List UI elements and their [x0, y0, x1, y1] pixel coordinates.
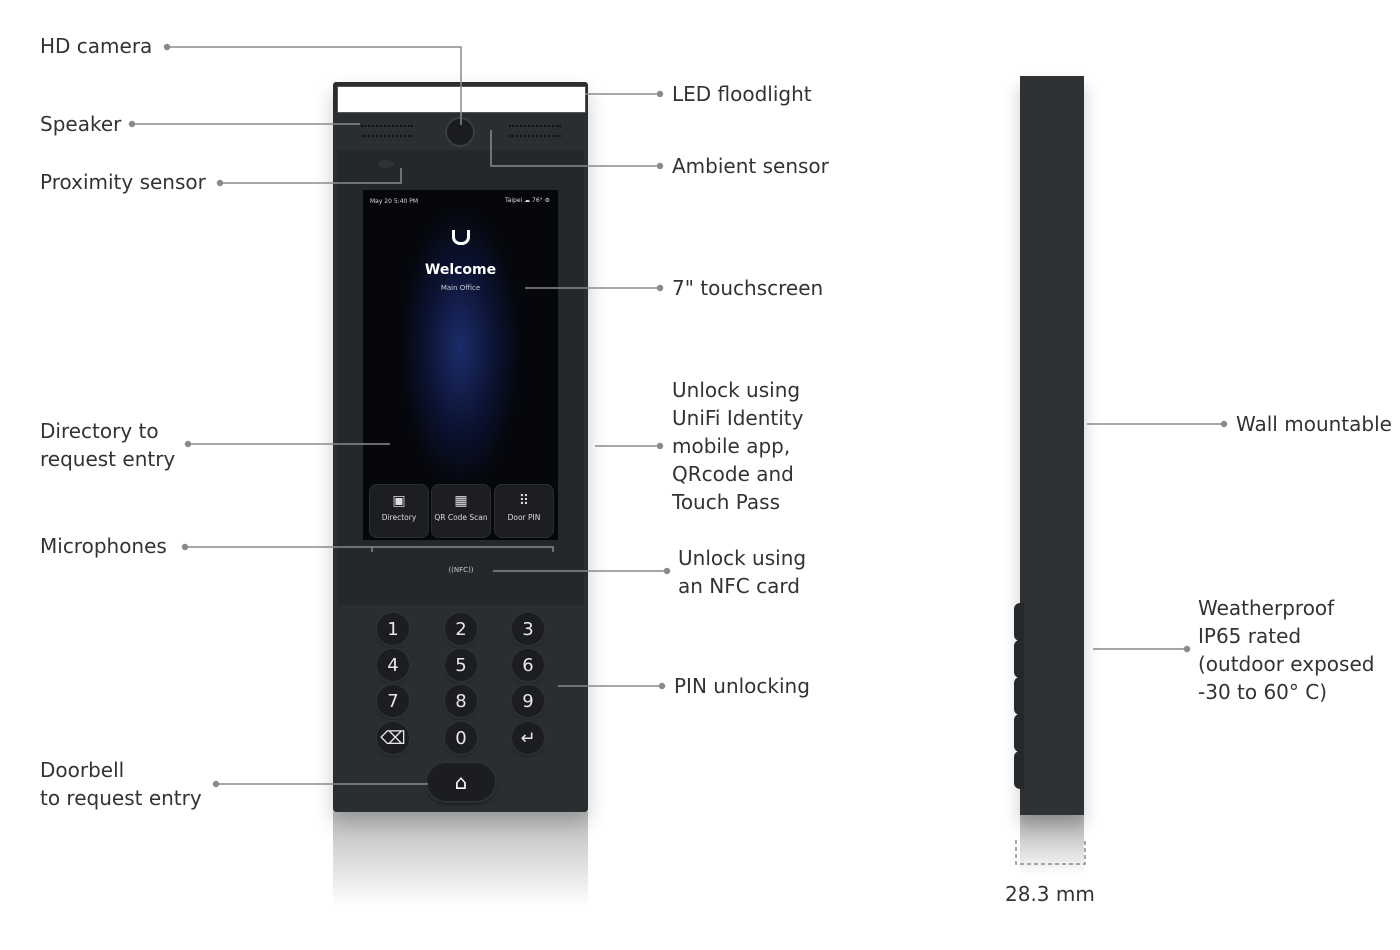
leader-dot — [181, 543, 189, 551]
speaker-grille-left — [361, 125, 413, 137]
leader-dot — [1183, 645, 1191, 653]
leader-dot — [216, 179, 224, 187]
side-reflection — [1020, 815, 1084, 875]
side-key-bump — [1014, 640, 1024, 678]
leader-line — [490, 130, 660, 167]
bell-icon: ⌂ — [454, 770, 468, 794]
side-key-bump — [1014, 677, 1024, 715]
key-8[interactable]: 9 — [512, 685, 544, 717]
keypad-icon: ⠿ — [518, 493, 530, 509]
depth-bracket — [1015, 840, 1086, 865]
proximity-sensor — [378, 160, 394, 168]
label-proximity-sensor: Proximity sensor — [40, 170, 206, 194]
label-led-floodlight: LED floodlight — [672, 82, 812, 106]
key-11[interactable]: ↵ — [512, 722, 544, 754]
leader-dot — [656, 442, 664, 450]
label-touchscreen: 7" touchscreen — [672, 276, 824, 300]
camera-lens — [447, 119, 473, 145]
key-2[interactable]: 3 — [512, 613, 544, 645]
label-microphones: Microphones — [40, 534, 167, 558]
speaker-grille-right — [509, 125, 561, 137]
key-5[interactable]: 6 — [512, 649, 544, 681]
leader-dot — [128, 120, 136, 128]
label-speaker: Speaker — [40, 112, 122, 136]
screen-weather: Taipei ☁ 76° ⚙ — [505, 197, 550, 204]
label-depth: 28.3 mm — [1005, 882, 1095, 906]
touchscreen[interactable]: May 20 5:40 PM Taipei ☁ 76° ⚙ Welcome Ma… — [363, 190, 558, 540]
label-doorbell: Doorbell to request entry — [40, 758, 202, 810]
side-key-bump — [1014, 603, 1024, 641]
leader-line — [167, 46, 462, 125]
leader-line — [185, 546, 554, 552]
leader-dot — [656, 162, 664, 170]
key-9[interactable]: ⌫ — [377, 722, 409, 754]
leader-dot — [663, 567, 671, 575]
leader-dot — [1220, 420, 1228, 428]
directory-button[interactable]: ▣Directory — [369, 484, 429, 538]
side-key-bump — [1014, 714, 1024, 752]
label-pin-unlocking: PIN unlocking — [674, 674, 810, 698]
gear-icon[interactable]: ⚙ — [544, 197, 550, 204]
glass-panel: May 20 5:40 PM Taipei ☁ 76° ⚙ Welcome Ma… — [338, 150, 584, 605]
key-10[interactable]: 0 — [445, 722, 477, 754]
qr-code-scan-button[interactable]: ▦QR Code Scan — [431, 484, 491, 538]
leader-dot — [658, 682, 666, 690]
key-6[interactable]: 7 — [377, 685, 409, 717]
key-1[interactable]: 2 — [445, 613, 477, 645]
leader-dot — [184, 440, 192, 448]
device-reflection — [333, 812, 588, 907]
screen-location: Taipei — [505, 197, 523, 204]
leader-line — [220, 168, 402, 184]
key-0[interactable]: 1 — [377, 613, 409, 645]
device-front: May 20 5:40 PM Taipei ☁ 76° ⚙ Welcome Ma… — [333, 82, 588, 812]
unifi-logo-icon — [452, 230, 470, 245]
label-wall-mountable: Wall mountable — [1236, 412, 1392, 436]
weather-icon: ☁ — [524, 197, 531, 204]
nfc-logo: ((NFC)) — [448, 566, 474, 574]
label-unlock-nfc: Unlock using an NFC card — [678, 546, 807, 598]
qr-code-icon: ▦ — [454, 493, 468, 509]
label-directory: Directory to request entry — [40, 419, 176, 471]
key-3[interactable]: 4 — [377, 649, 409, 681]
leader-dot — [656, 284, 664, 292]
key-4[interactable]: 5 — [445, 649, 477, 681]
label-hd-camera: HD camera — [40, 34, 153, 58]
label-weatherproof: Weatherproof IP65 rated (outdoor exposed… — [1198, 596, 1375, 704]
screen-temp: 76° — [532, 197, 543, 204]
doorbell-button[interactable]: ⌂ — [427, 763, 495, 801]
welcome-title: Welcome — [424, 262, 497, 278]
site-name: Main Office — [440, 284, 481, 292]
key-7[interactable]: 8 — [445, 685, 477, 717]
screen-date: May 20 5:40 PM — [370, 198, 419, 205]
leader-dot — [163, 43, 171, 51]
leader-dot — [656, 90, 664, 98]
contact-book-icon: ▣ — [392, 493, 406, 509]
leader-dot — [212, 780, 220, 788]
door-pin-button[interactable]: ⠿Door PIN — [494, 484, 554, 538]
device-side — [1020, 76, 1084, 815]
side-key-bump — [1014, 751, 1024, 789]
label-ambient-sensor: Ambient sensor — [672, 154, 829, 178]
label-unlock-app: Unlock using UniFi Identity mobile app, … — [672, 378, 804, 514]
